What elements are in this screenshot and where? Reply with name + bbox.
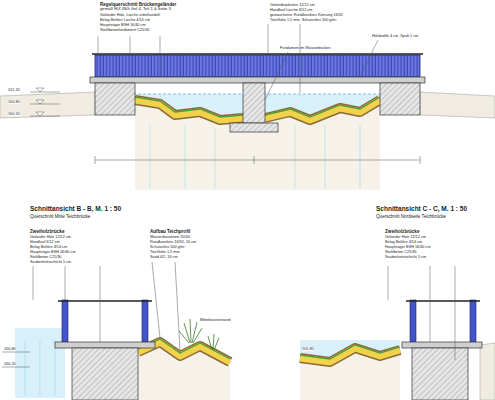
section-title: Schnittansicht C - C, M. 1 : 50	[376, 205, 467, 212]
callout-note: Teichfolie 1,5 mm, Schutzvlies 500 g/m²	[270, 18, 337, 22]
level-mark: 100,80	[302, 347, 314, 351]
callout-heading: Aufbau Teichprofil	[150, 229, 190, 234]
callout-note: Hauptträger BSH 16/40 cm	[385, 245, 431, 249]
callout-note: gemäß RiZ-ING Gel 4, Teil 1 & Seite 3	[100, 7, 171, 12]
callout-note: Teichfolie 1,5 mm	[150, 250, 180, 254]
callout-note: Handlauf Lärche 6/12 cm	[270, 8, 312, 12]
section-subtitle: Querschnitt Mitte Teichbrücke	[30, 214, 90, 219]
callout-note: Sauberkeitsschicht 5 cm	[385, 255, 426, 259]
callout-heading: Zweiholzbrücke	[385, 229, 419, 234]
callout-note: Geländer Holz, Lärche unbehandelt	[100, 13, 160, 17]
callout-note: Belag Bohlen 4/14 cm	[385, 240, 422, 244]
callout-note: Sauberkeitsschicht 5 cm	[30, 260, 71, 264]
section-b-b	[2, 262, 330, 400]
callout-note: Stahlbeton C25/30	[385, 250, 416, 254]
callout-note: Schutzvlies 500 g/m²	[150, 245, 185, 249]
callout-note: gewaschener Rundkornkies Körnung 16/32	[270, 13, 343, 17]
callout-note: Geländer Holz 12/12 cm	[30, 235, 71, 239]
section-subtitle: Querschnitt Nordseite Teichbrücke	[376, 214, 446, 219]
level-mark: 101,20	[8, 88, 20, 92]
callout-note: Fundament im Wasserbecken	[280, 46, 330, 50]
bridge-elevation	[0, 24, 495, 190]
callout-note: Wasserbausteine 20/40	[150, 235, 190, 239]
callout-note: Stahlbetonfundament C25/30	[100, 28, 149, 32]
callout-note: Belag Bohlen 4/14 cm	[30, 245, 67, 249]
callout-note: Geländerpfosten 12/12 cm	[270, 3, 315, 7]
level-mark: 100,80	[8, 100, 20, 104]
callout-heading: Zweiholzbrücke	[30, 229, 64, 234]
callout-note: Handlauf 6/12 cm	[30, 240, 60, 244]
level-mark: 100,80	[4, 347, 16, 351]
callout-note: Hauptträger BSH 16/40 cm	[30, 250, 76, 254]
callout-note: Sand 0/2, 10 cm	[150, 255, 178, 259]
callout-note: Holzbohle 4 cm, Spalt 1 cm	[372, 34, 418, 38]
callout-note: Stahlbeton C25/30	[30, 255, 61, 259]
section-c-c	[300, 266, 495, 400]
callout-note: Belag Bohlen Lärche 4/14 cm	[100, 18, 150, 22]
callout-note: Rundkornkies 16/32, 10 cm	[150, 240, 196, 244]
level-mark: 100,20	[4, 362, 16, 366]
callout-note: Hauptträger BSH 16/40 cm	[100, 23, 146, 27]
callout-note: Geländer Holz 12/12 cm	[385, 235, 426, 239]
level-mark: 100,20	[8, 112, 20, 116]
section-title: Schnittansicht B - B, M. 1 : 50	[30, 205, 121, 212]
water-level-note: Mittelwasserstand	[200, 318, 230, 322]
